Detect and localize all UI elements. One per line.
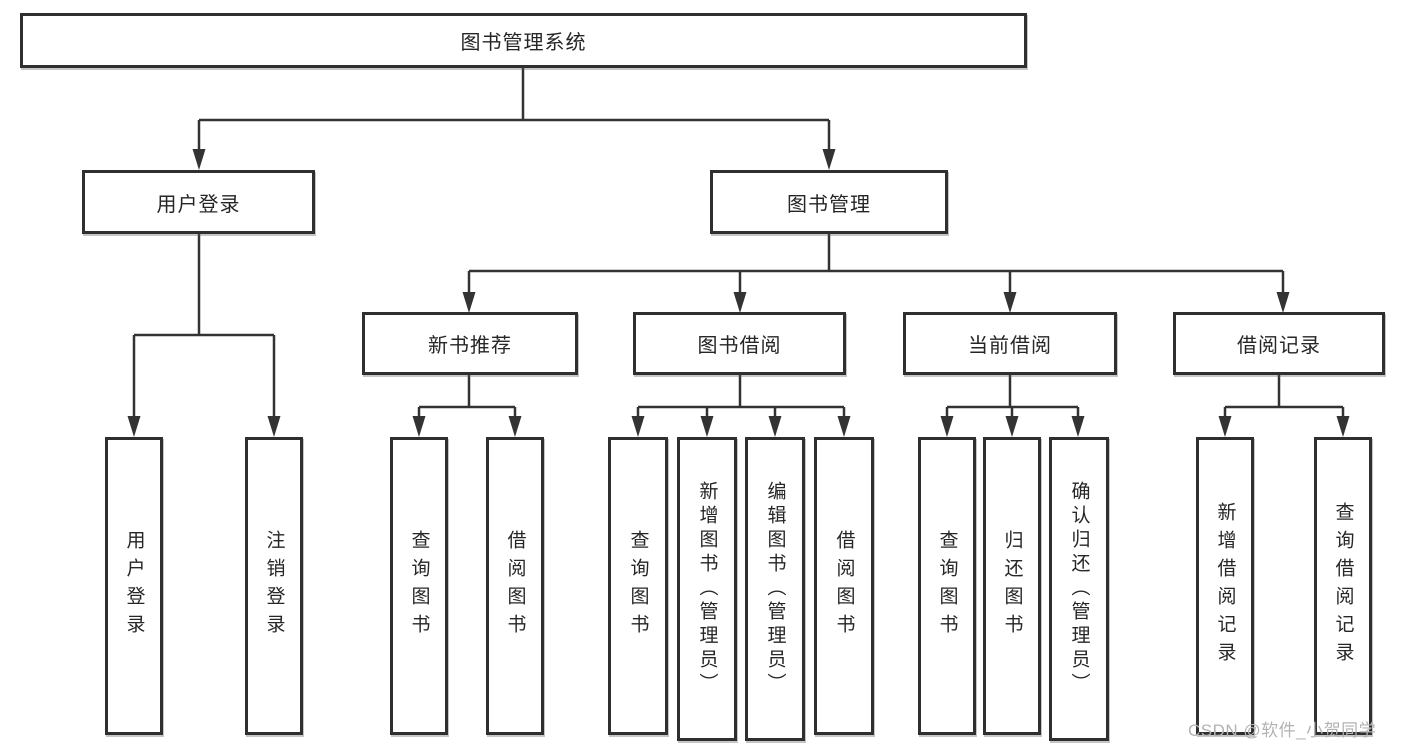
leaf-label: 确认归还（管理员） bbox=[1068, 481, 1090, 697]
leaf-label: 归还图书 bbox=[1001, 530, 1023, 642]
arrowheads bbox=[127, 149, 1350, 437]
node-label: 借阅记录 bbox=[1237, 335, 1321, 357]
node-label: 新书推荐 bbox=[428, 335, 512, 357]
leaf-add-borrow-record: 新增借阅记录 bbox=[1196, 437, 1254, 735]
leaf-label: 注销登录 bbox=[263, 530, 285, 642]
leaf-logout: 注销登录 bbox=[245, 437, 303, 735]
node-library-management-system: 图书管理系统 bbox=[20, 13, 1027, 68]
node-borrowing-records: 借阅记录 bbox=[1173, 312, 1385, 375]
node-label: 图书借阅 bbox=[697, 335, 782, 357]
leaf-return-book: 归还图书 bbox=[983, 437, 1041, 735]
node-label: 图书管理 bbox=[787, 193, 871, 216]
leaf-label: 借阅图书 bbox=[504, 530, 526, 642]
node-new-book-recommendation: 新书推荐 bbox=[362, 312, 578, 375]
leaf-label: 用户登录 bbox=[123, 530, 145, 642]
leaf-label: 新增借阅记录 bbox=[1214, 502, 1236, 670]
leaf-confirm-return-admin: 确认归还（管理员） bbox=[1049, 437, 1109, 741]
leaf-query-books: 查询图书 bbox=[390, 437, 448, 735]
node-book-borrowing: 图书借阅 bbox=[633, 312, 846, 375]
node-current-borrowing: 当前借阅 bbox=[903, 312, 1117, 375]
leaf-query-borrow-record: 查询借阅记录 bbox=[1314, 437, 1372, 735]
node-user-login: 用户登录 bbox=[82, 170, 315, 234]
node-label: 用户登录 bbox=[156, 193, 241, 216]
csdn-watermark: CSDN @软件_小贺同学 bbox=[1188, 721, 1377, 740]
leaf-label: 查询借阅记录 bbox=[1332, 502, 1354, 670]
connector-lines bbox=[199, 68, 829, 122]
node-label: 当前借阅 bbox=[968, 335, 1052, 357]
leaf-add-book-admin: 新增图书（管理员） bbox=[677, 437, 737, 741]
leaf-label: 借阅图书 bbox=[833, 530, 855, 642]
leaf-label: 查询图书 bbox=[936, 530, 958, 642]
leaf-label: 新增图书（管理员） bbox=[696, 481, 718, 697]
connector-lines-main bbox=[132, 120, 1345, 419]
leaf-edit-book-admin: 编辑图书（管理员） bbox=[745, 437, 805, 741]
leaf-query-books: 查询图书 bbox=[608, 437, 668, 735]
leaf-borrow-books: 借阅图书 bbox=[814, 437, 874, 735]
leaf-user-login: 用户登录 bbox=[105, 437, 163, 735]
leaf-query-books: 查询图书 bbox=[918, 437, 976, 735]
leaf-borrow-books: 借阅图书 bbox=[486, 437, 544, 735]
leaf-label: 查询图书 bbox=[627, 530, 649, 642]
node-book-management: 图书管理 bbox=[710, 170, 948, 234]
leaf-label: 查询图书 bbox=[408, 530, 430, 642]
node-label: 图书管理系统 bbox=[460, 32, 587, 54]
leaf-label: 编辑图书（管理员） bbox=[764, 481, 786, 697]
